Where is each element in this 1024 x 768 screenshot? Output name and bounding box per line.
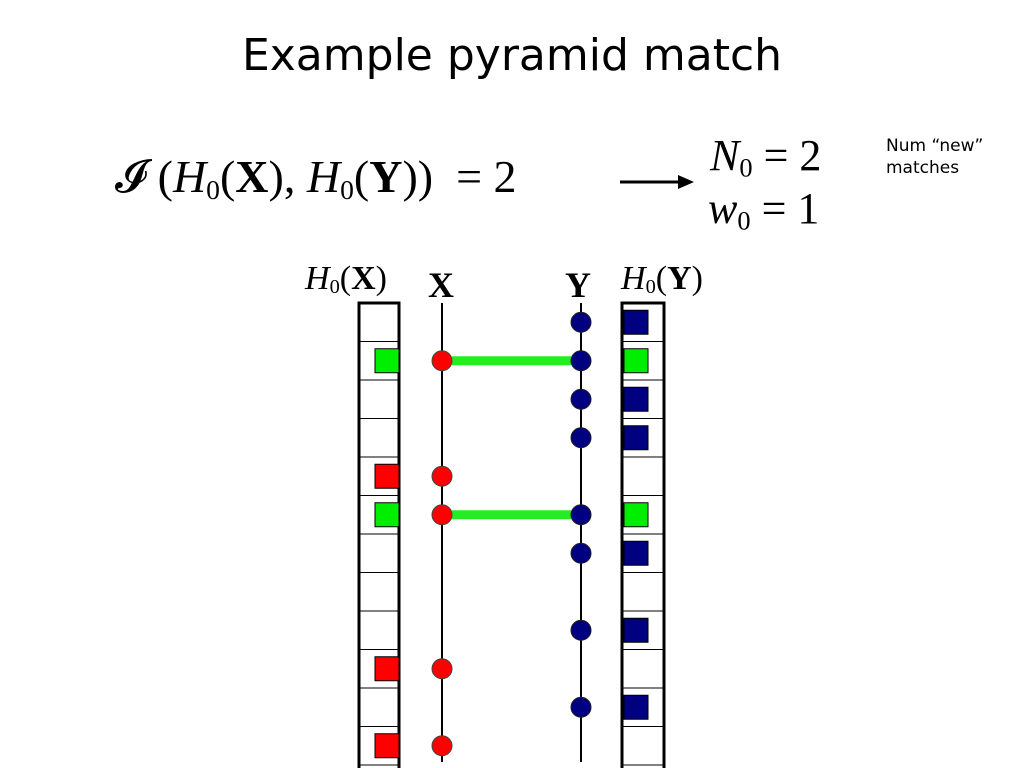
y-point	[570, 388, 592, 410]
hx-bin-fill	[374, 656, 400, 682]
hx-bin	[358, 418, 400, 458]
hy-bin-fill	[623, 425, 649, 451]
hy-bin-fill	[623, 540, 649, 566]
intersection-symbol: 𝓘	[115, 151, 147, 202]
hx-bin	[358, 302, 400, 342]
hx-bin	[358, 533, 400, 573]
w-symbol: w	[708, 184, 738, 233]
hx-bin-fill	[374, 463, 400, 489]
x-point	[431, 350, 453, 372]
h-symbol: H	[621, 260, 646, 297]
subscript-0: 0	[645, 276, 656, 299]
hx-bin	[358, 572, 400, 612]
slide-title: Example pyramid match	[241, 30, 783, 81]
new-matches-note: Num “new” matches	[886, 136, 984, 178]
hy-bin	[621, 456, 665, 496]
hx-label: H0(X)	[305, 260, 387, 299]
x-symbol: X	[351, 260, 376, 297]
y-point	[570, 504, 592, 526]
subscript-0: 0	[739, 152, 753, 183]
hx-bin	[358, 379, 400, 419]
hx-histogram-border	[357, 301, 401, 768]
y-axis-label: Y	[565, 265, 591, 305]
n0-equation: N0 = 2	[710, 131, 822, 183]
h-symbol: H	[306, 151, 341, 202]
hy-bin	[621, 726, 665, 766]
subscript-0: 0	[340, 173, 354, 205]
y-point	[570, 427, 592, 449]
subscript-0: 0	[329, 276, 340, 299]
x-point	[431, 504, 453, 526]
intersection-equation: 𝓘 (H0(X), H0(Y)) = 2	[115, 151, 517, 205]
hx-bin-fill	[374, 502, 400, 528]
x-symbol: X	[235, 151, 269, 202]
hy-bin-fill	[623, 694, 649, 720]
hx-bin	[358, 610, 400, 650]
h-symbol: H	[305, 260, 330, 297]
hy-bin-fill	[623, 309, 649, 335]
n0-value: 2	[799, 131, 822, 180]
hx-bin	[358, 687, 400, 727]
n-symbol: N	[710, 131, 740, 180]
hy-histogram-border	[620, 301, 666, 768]
w0-value: 1	[797, 184, 820, 233]
y-symbol: Y	[369, 151, 403, 202]
w0-equation: w0 = 1	[708, 184, 820, 236]
hy-bin-fill	[623, 502, 649, 528]
y-point	[570, 542, 592, 564]
x-axis-label: X	[428, 265, 454, 305]
hy-label: H0(Y)	[621, 260, 703, 299]
subscript-0: 0	[737, 205, 751, 236]
x-point	[431, 465, 453, 487]
y-symbol: Y	[667, 260, 692, 297]
h-symbol: H	[172, 151, 207, 202]
hy-bin-fill	[623, 348, 649, 374]
hy-bin	[621, 649, 665, 689]
hy-bin	[621, 572, 665, 612]
y-point	[570, 311, 592, 333]
hy-bin-fill	[623, 386, 649, 412]
hx-bin-fill	[374, 733, 400, 759]
y-point	[570, 619, 592, 641]
x-point	[431, 735, 453, 757]
x-point	[431, 658, 453, 680]
hx-bin-fill	[374, 348, 400, 374]
y-point	[570, 350, 592, 372]
y-point	[570, 696, 592, 718]
intersection-value: 2	[493, 151, 517, 202]
hy-bin-fill	[623, 617, 649, 643]
subscript-0: 0	[206, 173, 220, 205]
